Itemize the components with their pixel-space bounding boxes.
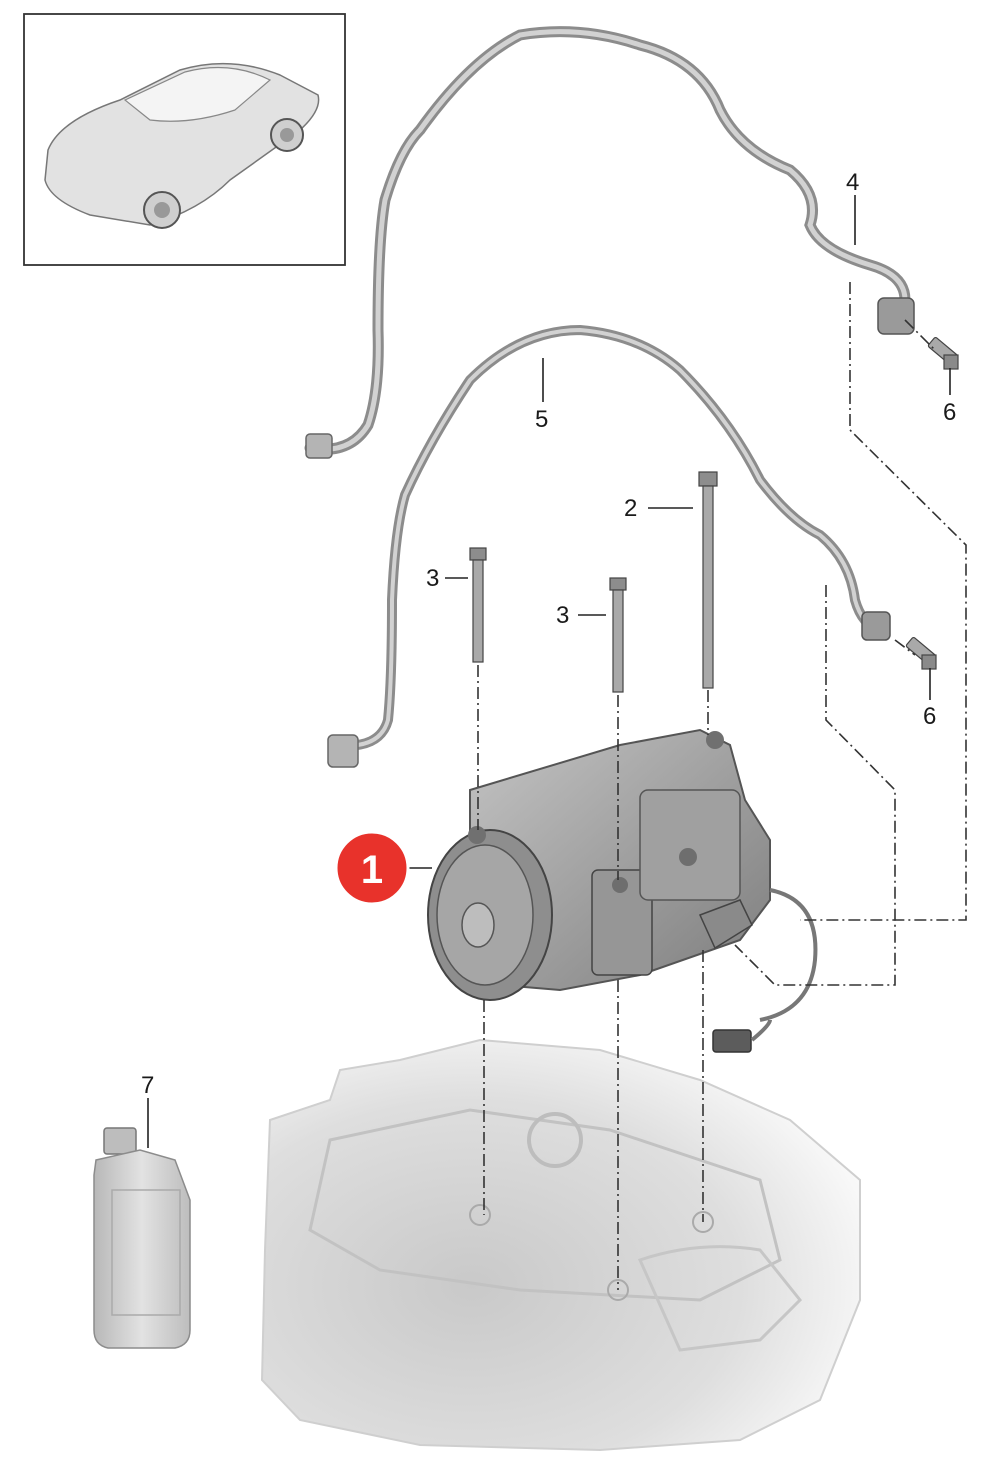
- screw-lower: [905, 636, 937, 670]
- highlight-badge-circle: [334, 830, 410, 906]
- callout-3-left: 3: [426, 565, 439, 592]
- callout-2: 2: [624, 495, 637, 522]
- callout-4: 4: [846, 169, 859, 196]
- engine-block: [260, 1038, 861, 1452]
- screw-upper: [927, 336, 959, 370]
- long-bolt: [698, 471, 718, 689]
- callout-3-mid: 3: [556, 602, 569, 629]
- callout-6-upper: 6: [943, 399, 956, 426]
- refrigerant-pipe-upper: [304, 26, 915, 459]
- car-thumbnail: [23, 13, 346, 266]
- bolt-middle: [609, 577, 627, 693]
- oil-bottle: [93, 1127, 191, 1349]
- callout-6-lower: 6: [923, 703, 936, 730]
- callout-labels: 4 5 2 3 3 6 6 7: [141, 169, 956, 1099]
- callout-5: 5: [535, 406, 548, 433]
- refrigerant-pipe-lower: [327, 324, 891, 768]
- bolt-left: [469, 547, 487, 663]
- callout-7: 7: [141, 1072, 154, 1099]
- callout-1: 1: [361, 848, 383, 892]
- leader-lines: [147, 195, 951, 1148]
- highlight-badge-1: 1: [334, 830, 410, 906]
- ac-compressor: [427, 728, 818, 1053]
- assembly-lines: [477, 282, 967, 1290]
